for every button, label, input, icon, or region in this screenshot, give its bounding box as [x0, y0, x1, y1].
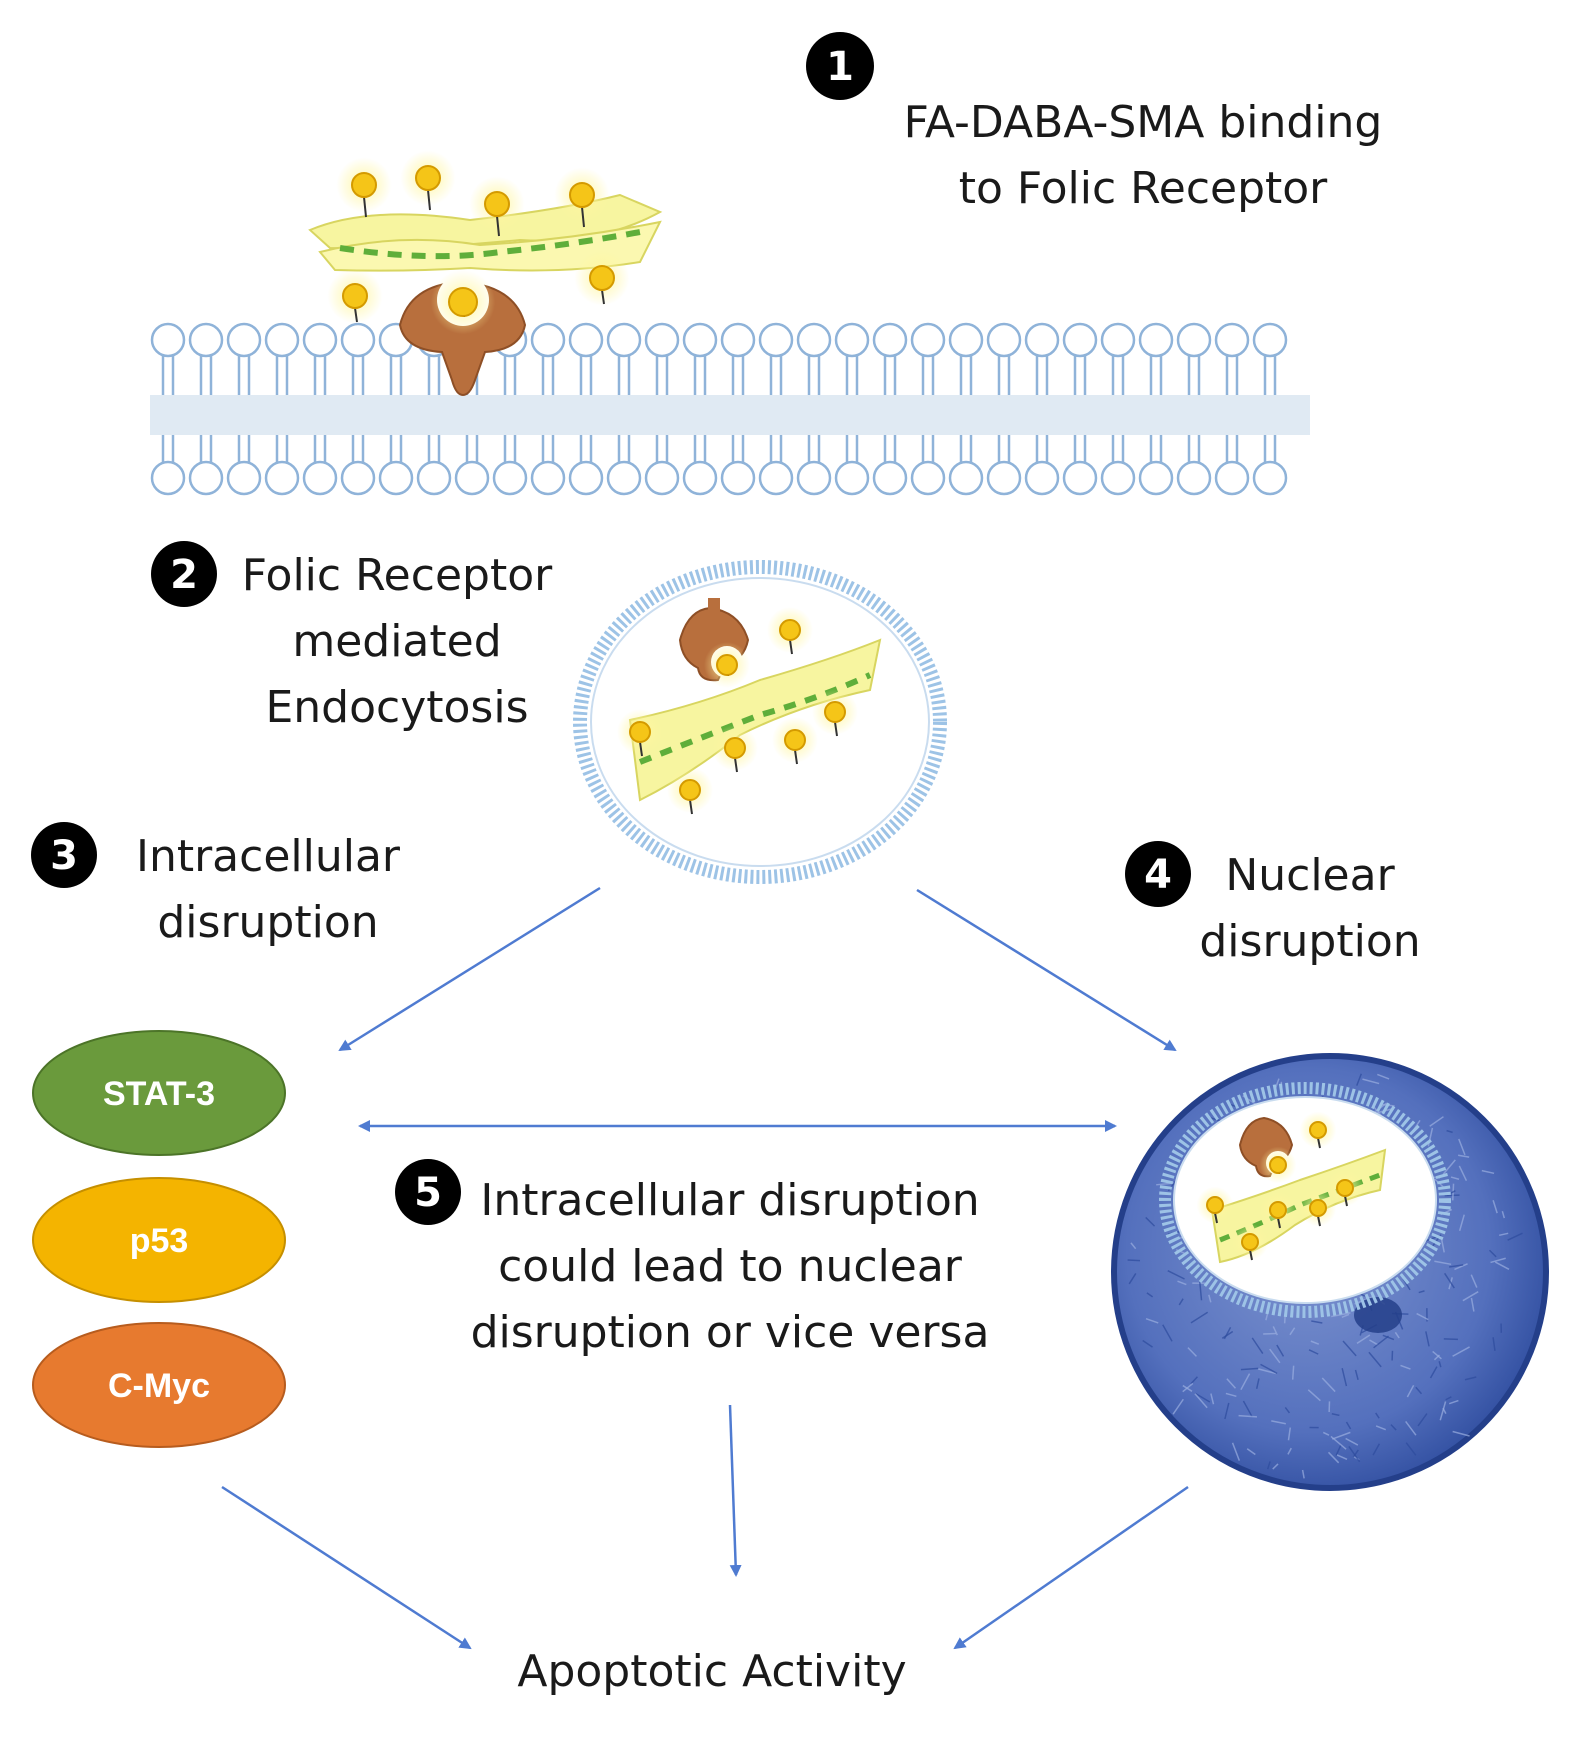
protein-cmyc: C-Myc [33, 1323, 285, 1447]
step-4-label: Nuclear disruption [1199, 850, 1420, 967]
protein-stat3: STAT-3 [33, 1031, 285, 1155]
svg-text:3: 3 [50, 833, 78, 879]
lipid-bilayer-membrane-icon [150, 324, 1310, 494]
svg-text:Intracellular: Intracellular [136, 831, 401, 882]
svg-text:disruption or vice versa: disruption or vice versa [471, 1307, 990, 1358]
step-3-label: Intracellular disruption [136, 831, 401, 948]
step-2-badge: 2 [151, 541, 217, 607]
svg-text:disruption: disruption [157, 897, 378, 948]
svg-text:5: 5 [414, 1170, 442, 1216]
nucleus-icon [1114, 1056, 1546, 1488]
svg-text:Nuclear: Nuclear [1225, 850, 1395, 901]
step-5-label: Intracellular disruption could lead to n… [471, 1175, 990, 1358]
protein-p53: p53 [33, 1178, 285, 1302]
step-4-badge: 4 [1125, 841, 1191, 907]
svg-text:to Folic Receptor: to Folic Receptor [959, 163, 1328, 214]
step-2-label: Folic Receptor mediated Endocytosis [242, 550, 553, 733]
svg-text:1: 1 [826, 44, 854, 90]
svg-text:disruption: disruption [1199, 916, 1420, 967]
svg-text:could lead to nuclear: could lead to nuclear [498, 1241, 963, 1292]
step-5-badge: 5 [395, 1159, 461, 1225]
apoptotic-activity-label: Apoptotic Activity [517, 1646, 906, 1697]
step-1-badge: 1 [806, 32, 874, 100]
protein-label: STAT-3 [103, 1075, 215, 1113]
svg-text:mediated: mediated [292, 616, 501, 667]
protein-label: p53 [130, 1222, 189, 1260]
step-1-label: FA-DABA-SMA binding to Folic Receptor [904, 97, 1383, 214]
endosome-vesicle-icon [580, 567, 940, 877]
svg-text:Folic Receptor: Folic Receptor [242, 550, 553, 601]
step-3-badge: 3 [31, 822, 97, 888]
svg-text:2: 2 [170, 552, 198, 598]
svg-text:Endocytosis: Endocytosis [265, 682, 528, 733]
protein-label: C-Myc [108, 1367, 210, 1405]
svg-text:Intracellular disruption: Intracellular disruption [480, 1175, 979, 1226]
svg-text:4: 4 [1144, 852, 1172, 898]
svg-text:FA-DABA-SMA binding: FA-DABA-SMA binding [904, 97, 1383, 148]
